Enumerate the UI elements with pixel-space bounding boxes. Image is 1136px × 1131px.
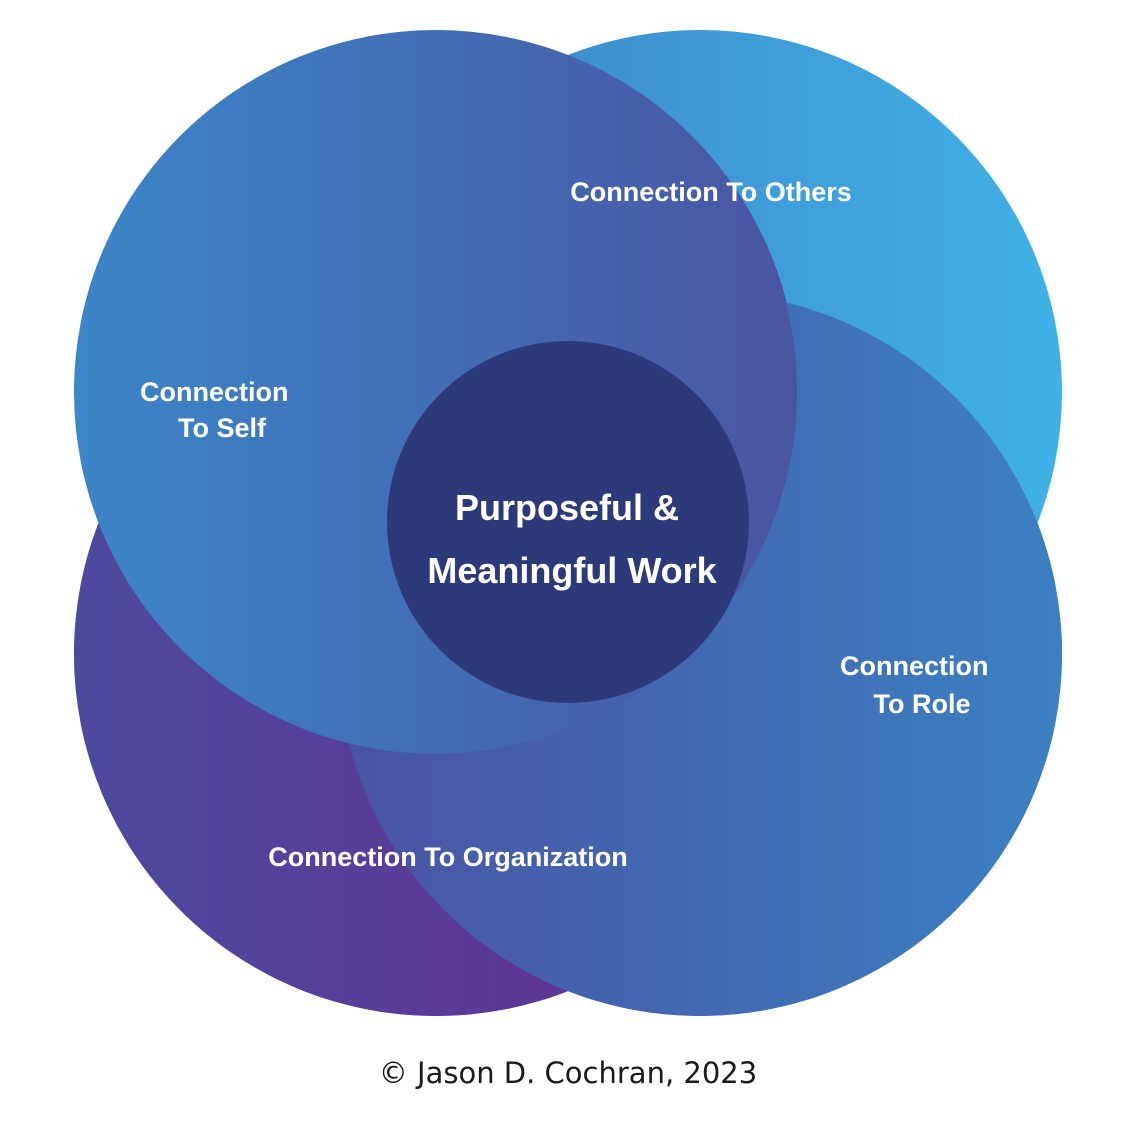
label-connection-to-role-line-1: Connection bbox=[840, 651, 989, 681]
label-center-line-2: Meaningful Work bbox=[427, 550, 717, 591]
label-connection-to-others: Connection To Others bbox=[570, 177, 852, 207]
label-center-line-1: Purposeful & bbox=[455, 487, 679, 528]
copyright-text: © Jason D. Cochran, 2023 bbox=[379, 1056, 757, 1090]
label-connection-to-self-line-1: Connection bbox=[140, 377, 289, 407]
label-connection-to-role: Connection To Role bbox=[840, 651, 996, 719]
circle-center bbox=[387, 341, 749, 703]
label-center: Purposeful & Meaningful Work bbox=[427, 487, 717, 591]
label-connection-to-self: Connection To Self bbox=[140, 377, 296, 443]
label-connection-to-organization-line: Connection To Organization bbox=[268, 842, 627, 872]
label-connection-to-others-line: Connection To Others bbox=[570, 177, 852, 207]
label-connection-to-self-line-2: To Self bbox=[178, 413, 267, 443]
label-connection-to-role-line-2: To Role bbox=[874, 689, 971, 719]
label-connection-to-organization: Connection To Organization bbox=[268, 842, 627, 872]
